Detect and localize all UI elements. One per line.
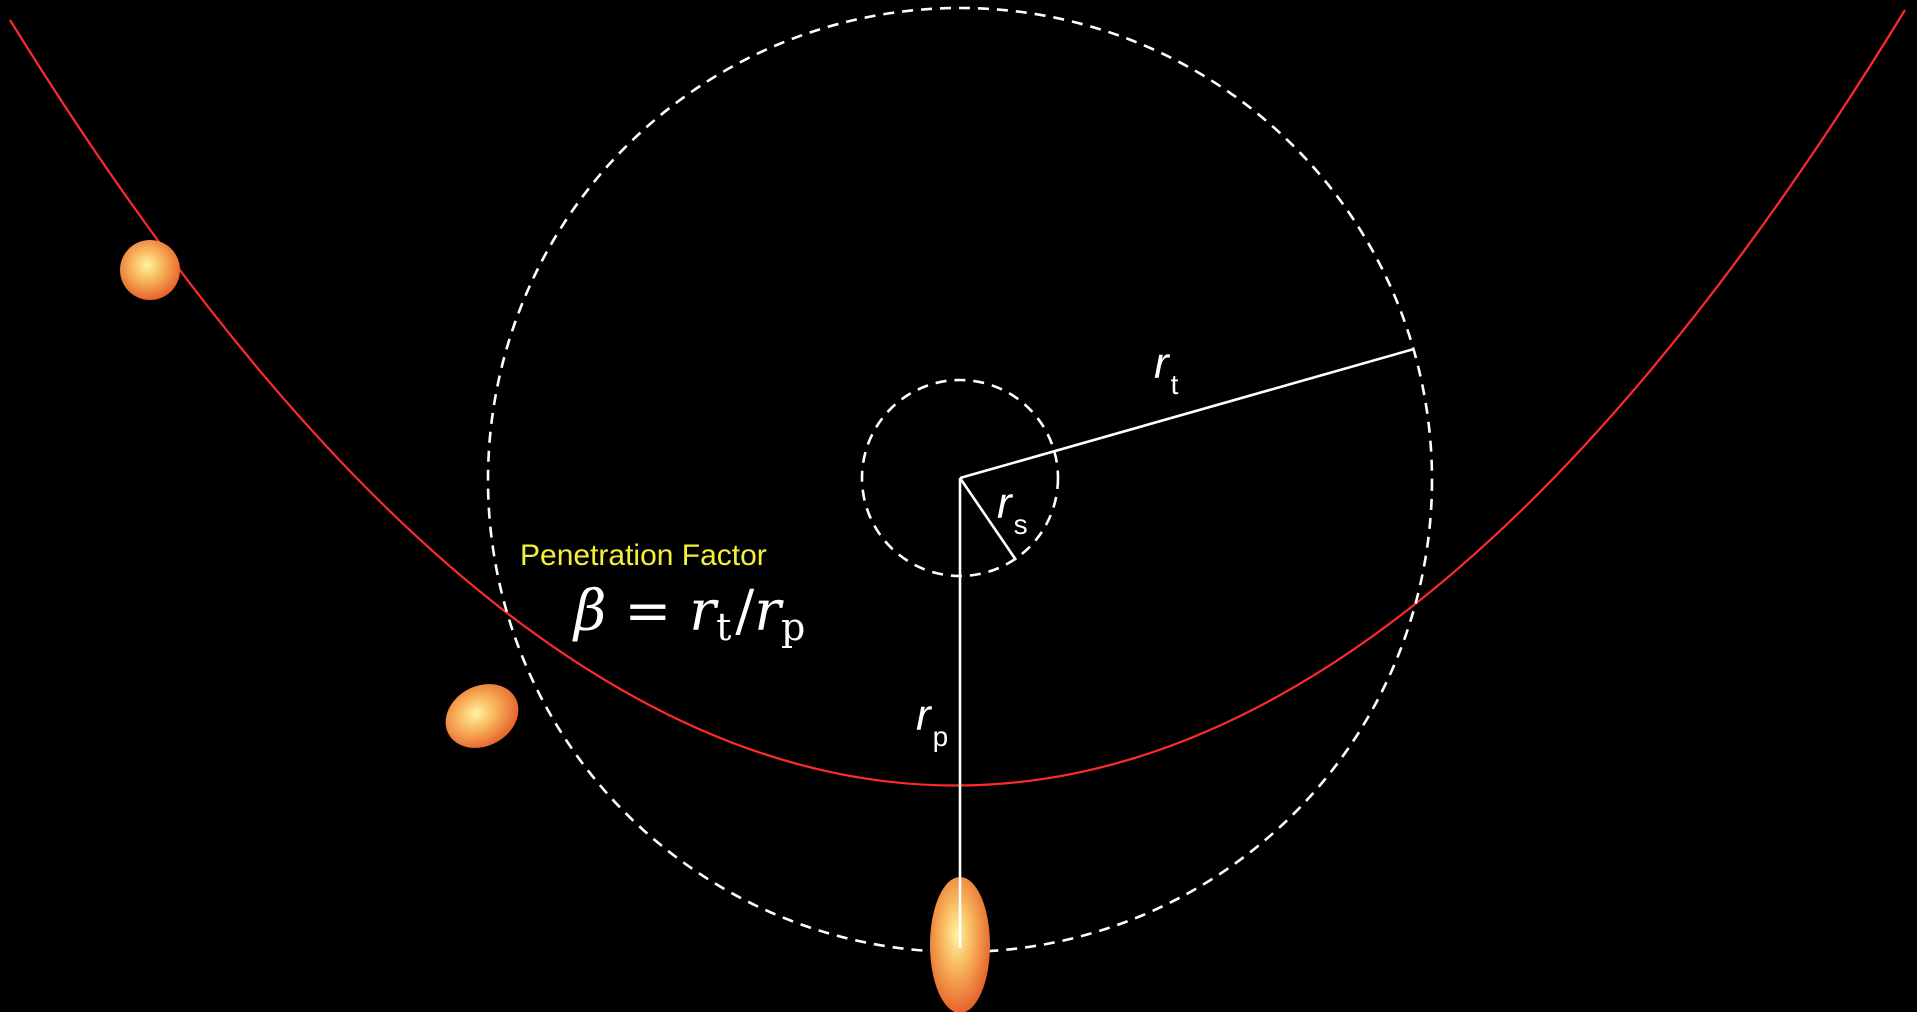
penetration-factor-equation: β=rt/rp <box>572 579 805 649</box>
label-r-p-subscript: p <box>933 721 949 752</box>
penetration-factor-caption: Penetration Factor <box>520 539 767 572</box>
equation-r1: r <box>689 579 719 644</box>
equation-slash: / <box>735 579 754 644</box>
equation-sub1: t <box>716 605 731 649</box>
schwarzschild-radius-line <box>958 477 1018 561</box>
equation-r2: r <box>754 579 784 644</box>
label-r-t: rt <box>1154 339 1179 400</box>
label-r-s-subscript: s <box>1014 509 1028 540</box>
equation-equals: = <box>624 579 671 644</box>
orbit-trajectory <box>9 9 1906 787</box>
equation-sub2: p <box>781 605 805 649</box>
label-r-t-subscript: t <box>1171 369 1179 400</box>
label-r-s-symbol: r <box>997 479 1014 528</box>
label-r-t-symbol: r <box>1154 339 1171 388</box>
tidal-radius-line <box>959 347 1415 480</box>
label-r-p: rp <box>916 691 948 752</box>
star-approaching <box>120 240 180 300</box>
label-r-p-symbol: r <box>916 691 933 740</box>
equation-beta: β <box>572 579 606 644</box>
star-stretched <box>445 684 519 748</box>
label-r-s: rs <box>997 479 1028 540</box>
